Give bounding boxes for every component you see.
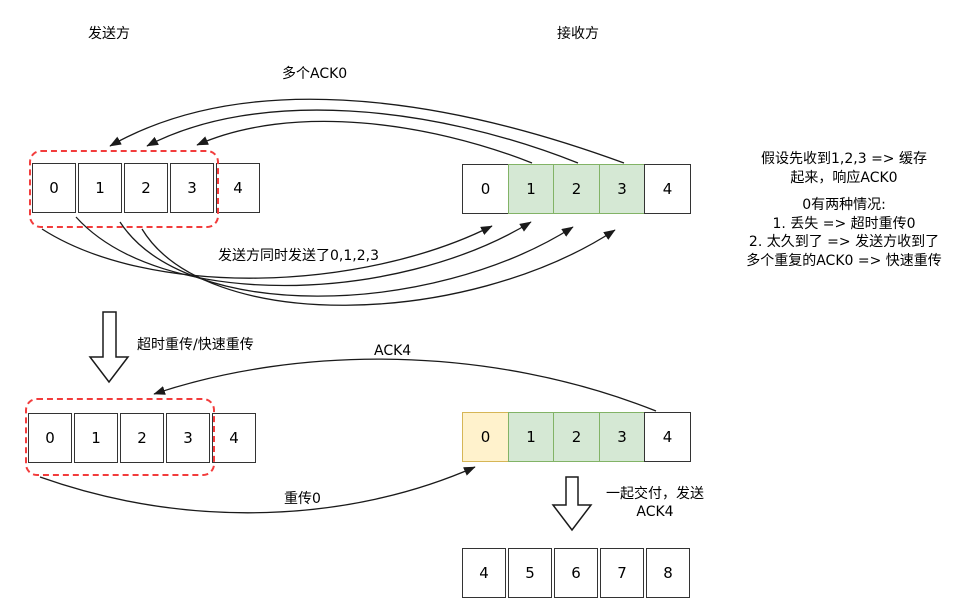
retransmit0-label: 重传0 <box>284 491 321 507</box>
cell: 1 <box>74 413 118 463</box>
note-line: 起来，响应ACK0 <box>790 169 898 186</box>
sender-bottom-window-row: 0 1 2 3 4 <box>28 413 256 463</box>
receiver-bottom-window-row: 0 1 2 3 4 <box>462 412 691 462</box>
sent-simultaneously-label: 发送方同时发送了0,1,2,3 <box>218 248 379 264</box>
note-line: 1. 丢失 => 超时重传0 <box>772 215 916 232</box>
receiver-label: 接收方 <box>557 26 599 42</box>
cell: 4 <box>216 163 260 213</box>
cell: 4 <box>462 548 506 598</box>
send-window-outline-bottom <box>25 398 215 476</box>
cell: 7 <box>600 548 644 598</box>
note-line: 0有两种情况: <box>802 197 886 213</box>
timeout-fast-retransmit-label: 超时重传/快速重传 <box>137 337 254 353</box>
cell: 3 <box>170 163 214 213</box>
cell: 2 <box>120 413 164 463</box>
timeout-block-arrow <box>88 311 130 384</box>
note-line: 2. 太久到了 => 发送方收到了 <box>748 234 940 250</box>
cell: 0 <box>28 413 72 463</box>
ack4-arrow <box>153 358 657 412</box>
deliver-together-label: 一起交付，发送 ACK4 <box>595 485 715 521</box>
deliver-together-line1: 一起交付，发送 <box>606 486 704 502</box>
cell-buffered: 2 <box>553 412 600 462</box>
cell: 1 <box>78 163 122 213</box>
cell-buffered: 1 <box>507 164 555 214</box>
cell-buffered: 2 <box>553 164 600 214</box>
cell: 4 <box>644 412 691 462</box>
cell: 3 <box>166 413 210 463</box>
ack0-arrow-3 <box>196 120 533 164</box>
deliver-together-line2: ACK4 <box>636 504 674 520</box>
delivered-row: 4 5 6 7 8 <box>462 548 690 598</box>
cell: 5 <box>508 548 552 598</box>
deliver-block-arrow <box>551 476 593 532</box>
cell: 4 <box>212 413 256 463</box>
cell: 4 <box>644 164 691 214</box>
send-arrow-3 <box>141 228 616 306</box>
cell: 8 <box>646 548 690 598</box>
cell-buffered: 1 <box>507 412 555 462</box>
send-window-outline-top <box>29 150 219 228</box>
note-line: 多个重复的ACK0 => 快速重传 <box>746 252 942 269</box>
cell: 0 <box>462 164 509 214</box>
sender-label: 发送方 <box>88 26 130 42</box>
note-line: 假设先收到1,2,3 => 缓存 <box>761 151 927 167</box>
ack4-label: ACK4 <box>374 343 412 359</box>
receiver-top-window-row: 0 1 2 3 4 <box>462 164 691 214</box>
explanation-note: 假设先收到1,2,3 => 缓存 起来，响应ACK0 0有两种情况: 1. 丢失… <box>728 150 960 270</box>
cell: 6 <box>554 548 598 598</box>
cell: 0 <box>32 163 76 213</box>
cell-late-packet: 0 <box>462 412 509 462</box>
cell-buffered: 3 <box>598 164 646 214</box>
multiple-ack0-label: 多个ACK0 <box>282 66 348 82</box>
cell-buffered: 3 <box>598 412 646 462</box>
